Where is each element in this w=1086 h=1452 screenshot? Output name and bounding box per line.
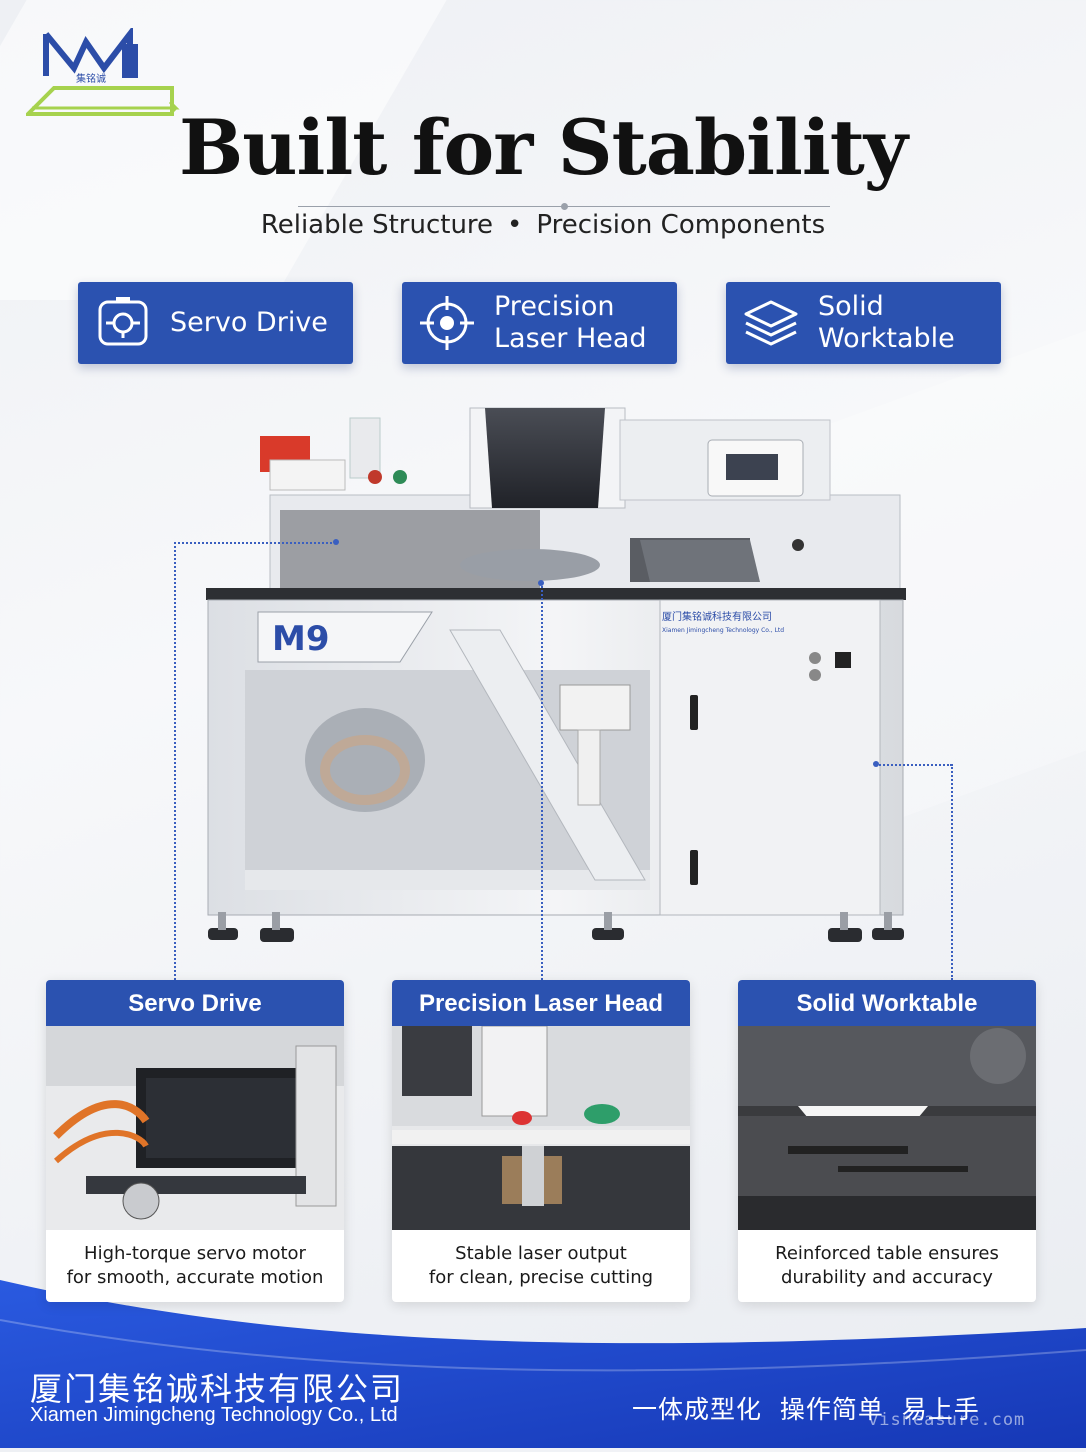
- subtitle-divider: [298, 203, 830, 210]
- detail-card-laser-head: Precision Laser Head Stable laser output…: [392, 980, 690, 1302]
- detail-description: Reinforced table ensures durability and …: [738, 1230, 1036, 1290]
- nameplate-cn: 厦门集铭诚科技有限公司: [662, 610, 772, 623]
- callout-servo-horizontal: [174, 542, 336, 544]
- detail-card-worktable: Solid Worktable Reinforced table ensures…: [738, 980, 1036, 1302]
- detail-description: Stable laser output for clean, precise c…: [392, 1230, 690, 1290]
- detail-description-line: for clean, precise cutting: [428, 1267, 654, 1288]
- detail-description-line: durability and accuracy: [781, 1267, 993, 1288]
- feature-label-line: Solid: [818, 291, 884, 322]
- nameplate-en: Xiamen Jimingcheng Technology Co., Ltd: [662, 627, 784, 634]
- callout-worktable-horizontal: [876, 764, 952, 766]
- subtitle-right: Precision Components: [536, 210, 826, 240]
- worktable-photo: [738, 1026, 1036, 1230]
- feature-card-laser-head: Precision Laser Head: [402, 282, 677, 364]
- laser-head-photo: [392, 1026, 690, 1230]
- callout-worktable-vertical: [951, 764, 953, 980]
- servo-drive-icon: [98, 297, 148, 346]
- footer-band: [0, 1280, 1086, 1448]
- servo-motor-photo: [46, 1026, 344, 1230]
- feature-label-line: Worktable: [818, 323, 955, 354]
- feature-label-worktable: Solid Worktable: [818, 291, 955, 355]
- subtitle-separator: •: [507, 210, 523, 240]
- detail-description-line: High-torque servo motor: [84, 1243, 306, 1264]
- page-subtitle: Reliable Structure • Precision Components: [0, 210, 1086, 240]
- detail-card-servo-drive: Servo Drive High-torque servo motor for …: [46, 980, 344, 1302]
- detail-title: Solid Worktable: [738, 980, 1036, 1026]
- detail-description-line: Reinforced table ensures: [775, 1243, 999, 1264]
- callout-servo-dot: [333, 539, 339, 545]
- feature-card-worktable: Solid Worktable: [726, 282, 1001, 364]
- footer-company-cn: 厦门集铭诚科技有限公司: [30, 1370, 405, 1408]
- footer-slogan: 一体成型化 操作简单 易上手: [632, 1395, 980, 1424]
- footer-company-en: Xiamen Jimingcheng Technology Co., Ltd: [30, 1404, 398, 1426]
- feature-label-line: Laser Head: [494, 323, 647, 354]
- feature-label-servo-drive: Servo Drive: [170, 307, 328, 339]
- machine-drawing: M9 厦门集铭诚科技有限公司 Xiamen Jimingcheng Techno…: [206, 407, 906, 942]
- detail-title: Servo Drive: [46, 980, 344, 1026]
- page-title: Built for Stability: [179, 103, 908, 192]
- feature-label-laser-head: Precision Laser Head: [494, 291, 647, 355]
- feature-label-line: Precision: [494, 291, 615, 322]
- company-logo: 集铭诚: [23, 25, 186, 124]
- footer-wave: [0, 1280, 1086, 1448]
- company-logo-icon: 集铭诚: [23, 25, 180, 116]
- feature-card-servo-drive: Servo Drive: [78, 282, 353, 364]
- watermark: visneasure.com: [868, 1410, 1026, 1430]
- callout-laser-vertical: [541, 583, 543, 980]
- crosshair-icon: [420, 296, 474, 350]
- subtitle-left: Reliable Structure: [260, 210, 494, 240]
- callout-servo-vertical: [174, 542, 176, 980]
- layers-icon: [744, 300, 798, 346]
- machine-illustration: M9 厦门集铭诚科技有限公司 Xiamen Jimingcheng Techno…: [200, 400, 915, 950]
- feature-label-line: Servo Drive: [170, 307, 328, 338]
- detail-description-line: for smooth, accurate motion: [66, 1267, 324, 1288]
- detail-description: High-torque servo motor for smooth, accu…: [46, 1230, 344, 1290]
- detail-description-line: Stable laser output: [455, 1243, 627, 1264]
- model-label: M9: [272, 619, 330, 659]
- logo-text: 集铭诚: [76, 72, 106, 85]
- detail-title: Precision Laser Head: [392, 980, 690, 1026]
